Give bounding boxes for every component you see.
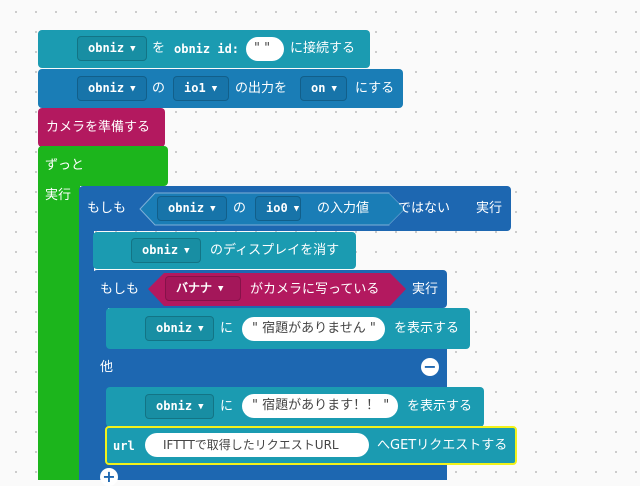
label: を	[152, 41, 166, 56]
if-label: もしも	[87, 201, 127, 216]
display-text-block[interactable]: obniz に " 宿題があります！！ " を表示する	[106, 387, 484, 427]
do-label: 実行	[45, 188, 72, 203]
else-label: 他	[100, 360, 114, 375]
camera-setup-block[interactable]: カメラを準備する	[38, 108, 165, 147]
label: に	[220, 321, 234, 336]
label: の出力を	[235, 81, 288, 96]
label: にする	[355, 81, 395, 96]
not-label: ではない	[398, 201, 451, 216]
plus-icon[interactable]: +	[100, 468, 118, 486]
label: がカメラに写っている	[250, 282, 380, 297]
display-clear-block[interactable]: obniz のディスプレイを消す	[93, 232, 356, 269]
device-dropdown[interactable]: obniz	[77, 76, 147, 101]
if-arm	[79, 228, 94, 480]
label: に接続する	[290, 41, 356, 56]
id-label: obniz id:	[174, 42, 240, 56]
label: の	[233, 201, 247, 216]
id-input[interactable]: " "	[246, 37, 284, 61]
label: へGETリクエストする	[377, 438, 508, 453]
state-dropdown[interactable]: on	[300, 76, 347, 101]
text-input[interactable]: " 宿題があります！！ "	[242, 394, 398, 418]
get-request-block[interactable]: url IFTTTで取得したリクエストURL へGETリクエストする	[105, 426, 517, 465]
label: の	[152, 81, 166, 96]
device-dropdown[interactable]: obniz	[77, 36, 147, 61]
url-label: url	[113, 439, 135, 453]
do-label: 実行	[476, 201, 503, 216]
if-else-arm	[93, 300, 108, 480]
label: の入力値	[317, 201, 370, 216]
label: を表示する	[407, 399, 473, 414]
display-text-block[interactable]: obniz に " 宿題がありません " を表示する	[106, 308, 470, 349]
pin-dropdown[interactable]: io1	[173, 76, 229, 101]
device-dropdown[interactable]: obniz	[131, 238, 201, 263]
forever-label: ずっと	[45, 158, 85, 173]
else-row: 他 −	[93, 348, 447, 388]
text-input[interactable]: " 宿題がありません "	[242, 317, 385, 341]
if-label: もしも	[100, 282, 140, 297]
output-block[interactable]: obniz の io1 の出力を on にする	[38, 69, 403, 108]
if-block[interactable]: もしも obniz の io0 の入力値 ではない 実行	[79, 186, 511, 231]
if-else-block[interactable]: もしも バナナ がカメラに写っている 実行	[93, 270, 447, 308]
forever-arm: 実行	[38, 180, 80, 480]
minus-icon[interactable]: −	[421, 358, 439, 376]
obniz-connect-block[interactable]: obniz を obniz id: " " に接続する	[38, 30, 370, 68]
label: カメラを準備する	[46, 120, 151, 135]
device-dropdown[interactable]: obniz	[145, 394, 214, 419]
forever-block[interactable]: ずっと	[38, 146, 168, 186]
device-dropdown[interactable]: obniz	[145, 316, 214, 341]
device-dropdown[interactable]: obniz	[157, 196, 227, 221]
do-label: 実行	[412, 282, 439, 297]
object-dropdown[interactable]: バナナ	[165, 276, 241, 301]
label: を表示する	[394, 321, 460, 336]
pin-dropdown[interactable]: io0	[255, 196, 301, 221]
label: に	[220, 399, 234, 414]
url-input[interactable]: IFTTTで取得したリクエストURL	[145, 433, 369, 457]
label: のディスプレイを消す	[210, 243, 340, 258]
